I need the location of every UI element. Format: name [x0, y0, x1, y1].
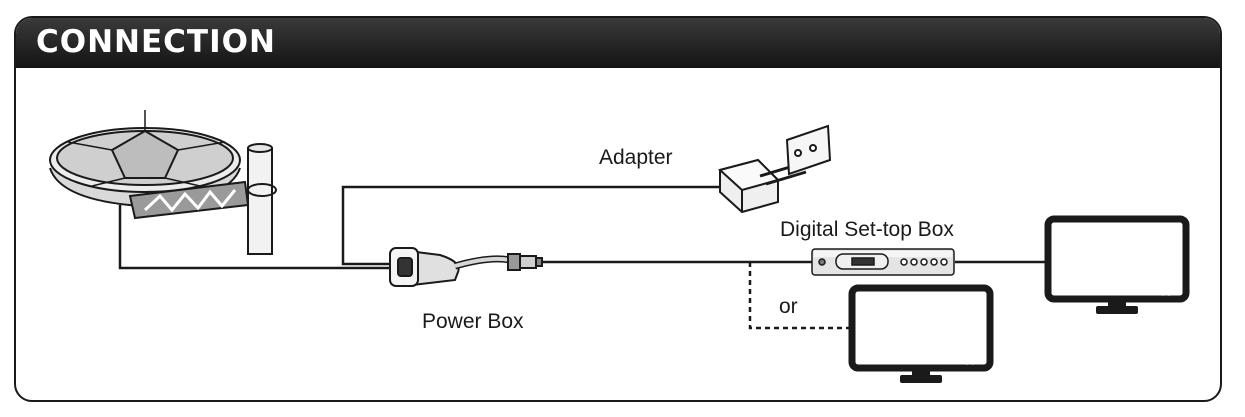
power-box-label: Power Box	[422, 310, 524, 333]
antenna-icon	[49, 110, 250, 220]
mast-pole-icon	[247, 143, 277, 255]
wall-socket-icon	[785, 124, 832, 176]
alternative-tv-cable	[748, 262, 852, 330]
panel-title: CONNECTION	[36, 24, 276, 60]
antenna-cable	[118, 205, 395, 270]
adapter-icon	[717, 158, 807, 214]
adapter-cable	[341, 185, 720, 266]
tv-icon	[1044, 215, 1190, 314]
power-box-icon	[389, 247, 543, 288]
cables	[118, 185, 1048, 330]
adapter-label: Adapter	[599, 146, 673, 169]
set-top-box-icon	[811, 248, 955, 276]
set-top-box-label: Digital Set-top Box	[780, 218, 954, 241]
tv-icon	[848, 284, 994, 383]
panel-header: CONNECTION	[16, 18, 1220, 68]
or-label: or	[779, 295, 798, 318]
